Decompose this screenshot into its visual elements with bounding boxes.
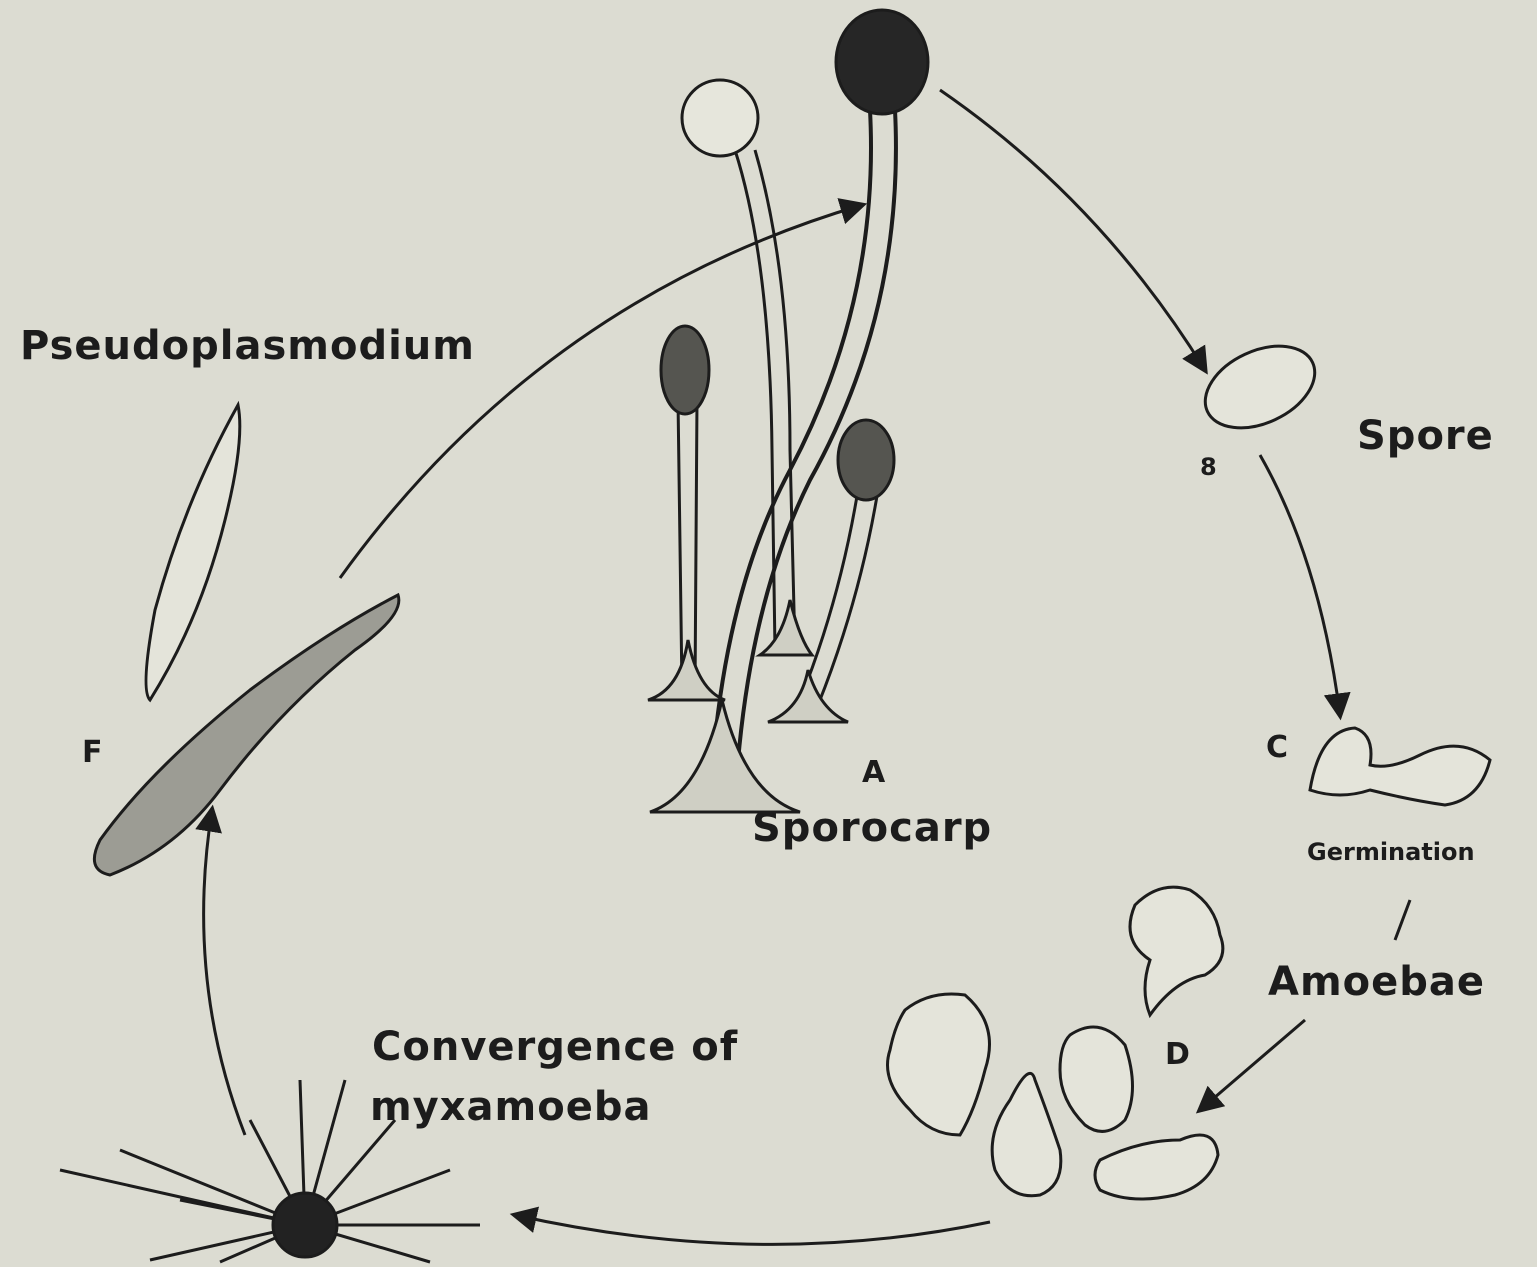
label-c: C [1266,733,1288,763]
arrow-pseudoplasmodium-to-sporocarp [340,205,862,578]
arrow-amoebae-to-cells [1200,1020,1305,1110]
label-convergence-line2: myxamoeba [370,1087,651,1127]
label-sporocarp: Sporocarp [752,808,992,848]
arrow-amoebae-to-convergence [515,1215,990,1244]
sporocarp-drawing [648,10,928,812]
label-spore: Spore [1357,416,1494,456]
arrow-convergence-to-pseudoplasmodium [204,810,245,1135]
label-a: A [862,758,885,788]
arrow-sporocarp-to-spore [940,90,1205,370]
label-b: 8 [1200,455,1217,479]
germination-drawing [1310,728,1490,805]
germination-connector [1395,900,1410,940]
pseudoplasmodium-drawing [94,405,398,875]
label-amoebae: Amoebae [1268,962,1485,1002]
label-germination: Germination [1307,840,1475,864]
label-f: F [82,738,103,768]
label-pseudoplasmodium: Pseudoplasmodium [20,326,475,366]
label-d: D [1165,1040,1190,1070]
spore-cell [1192,330,1328,444]
arrow-spore-to-germination [1260,455,1340,715]
label-convergence-line1: Convergence of [372,1027,738,1067]
